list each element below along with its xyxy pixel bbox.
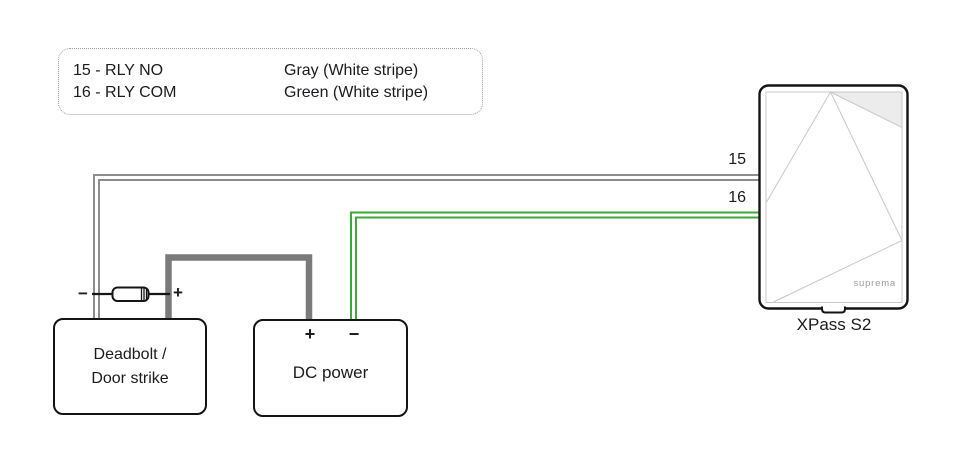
legend-row-rly-no: 15 - RLY NO Gray (White stripe) xyxy=(73,60,482,82)
deadbolt-label-line2: Door strike xyxy=(91,369,169,387)
device-faceplate xyxy=(765,91,903,303)
wire-relay-no-white-stripe xyxy=(95,176,760,319)
device-shaded-corner xyxy=(830,91,903,129)
device-facet-line-bottom xyxy=(773,240,903,303)
wire-relay-com-white-stripe xyxy=(352,213,760,320)
wire-label-15: 15 xyxy=(728,151,746,168)
deadbolt-plus-sign: + xyxy=(173,283,183,302)
wire-relay-no-gray xyxy=(93,174,760,319)
legend-wire-label: Gray (White stripe) xyxy=(284,62,419,79)
legend-row-rly-com: 16 - RLY COM Green (White stripe) xyxy=(73,82,482,104)
legend-pin-label: 16 - RLY COM xyxy=(73,84,177,101)
device-brand-logo: suprema xyxy=(853,278,896,289)
dc-power-label: DC power xyxy=(292,363,369,382)
deadbolt-box: Deadbolt / Door strike xyxy=(53,318,207,415)
relay-pin-legend: 15 - RLY NO Gray (White stripe) 16 - RLY… xyxy=(58,48,483,115)
legend-pin-label: 15 - RLY NO xyxy=(73,62,164,79)
dc-power-minus-terminal: − xyxy=(348,324,360,344)
device-facet-line-right xyxy=(830,91,903,241)
device-model-label: XPass S2 xyxy=(796,315,872,334)
legend-wire-label: Green (White stripe) xyxy=(284,84,429,101)
diode-cathode-band xyxy=(140,288,148,301)
deadbolt-minus-sign: − xyxy=(78,284,88,303)
wire-deadbolt-to-dcpower xyxy=(165,254,313,320)
deadbolt-label-line1: Deadbolt / xyxy=(93,345,167,363)
dc-power-plus-terminal: + xyxy=(304,324,316,344)
dc-power-box: + − DC power xyxy=(253,319,408,417)
diode-body xyxy=(111,286,150,302)
device-facet-line-left xyxy=(765,91,831,204)
wire-relay-com-green xyxy=(350,211,760,320)
device-notch-tab xyxy=(821,306,846,314)
wire-label-16: 16 xyxy=(728,189,746,206)
